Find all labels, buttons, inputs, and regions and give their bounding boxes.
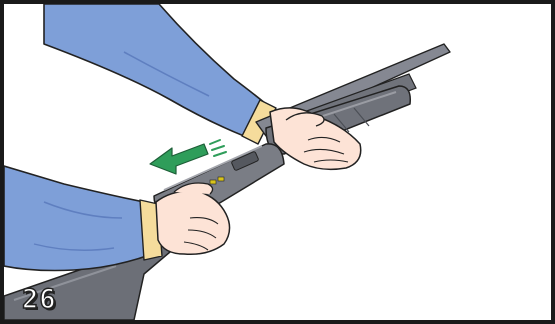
illustration — [4, 4, 551, 320]
upper-sleeve — [44, 4, 266, 136]
lower-sleeve — [4, 166, 152, 271]
step-number: 26 — [22, 286, 57, 313]
